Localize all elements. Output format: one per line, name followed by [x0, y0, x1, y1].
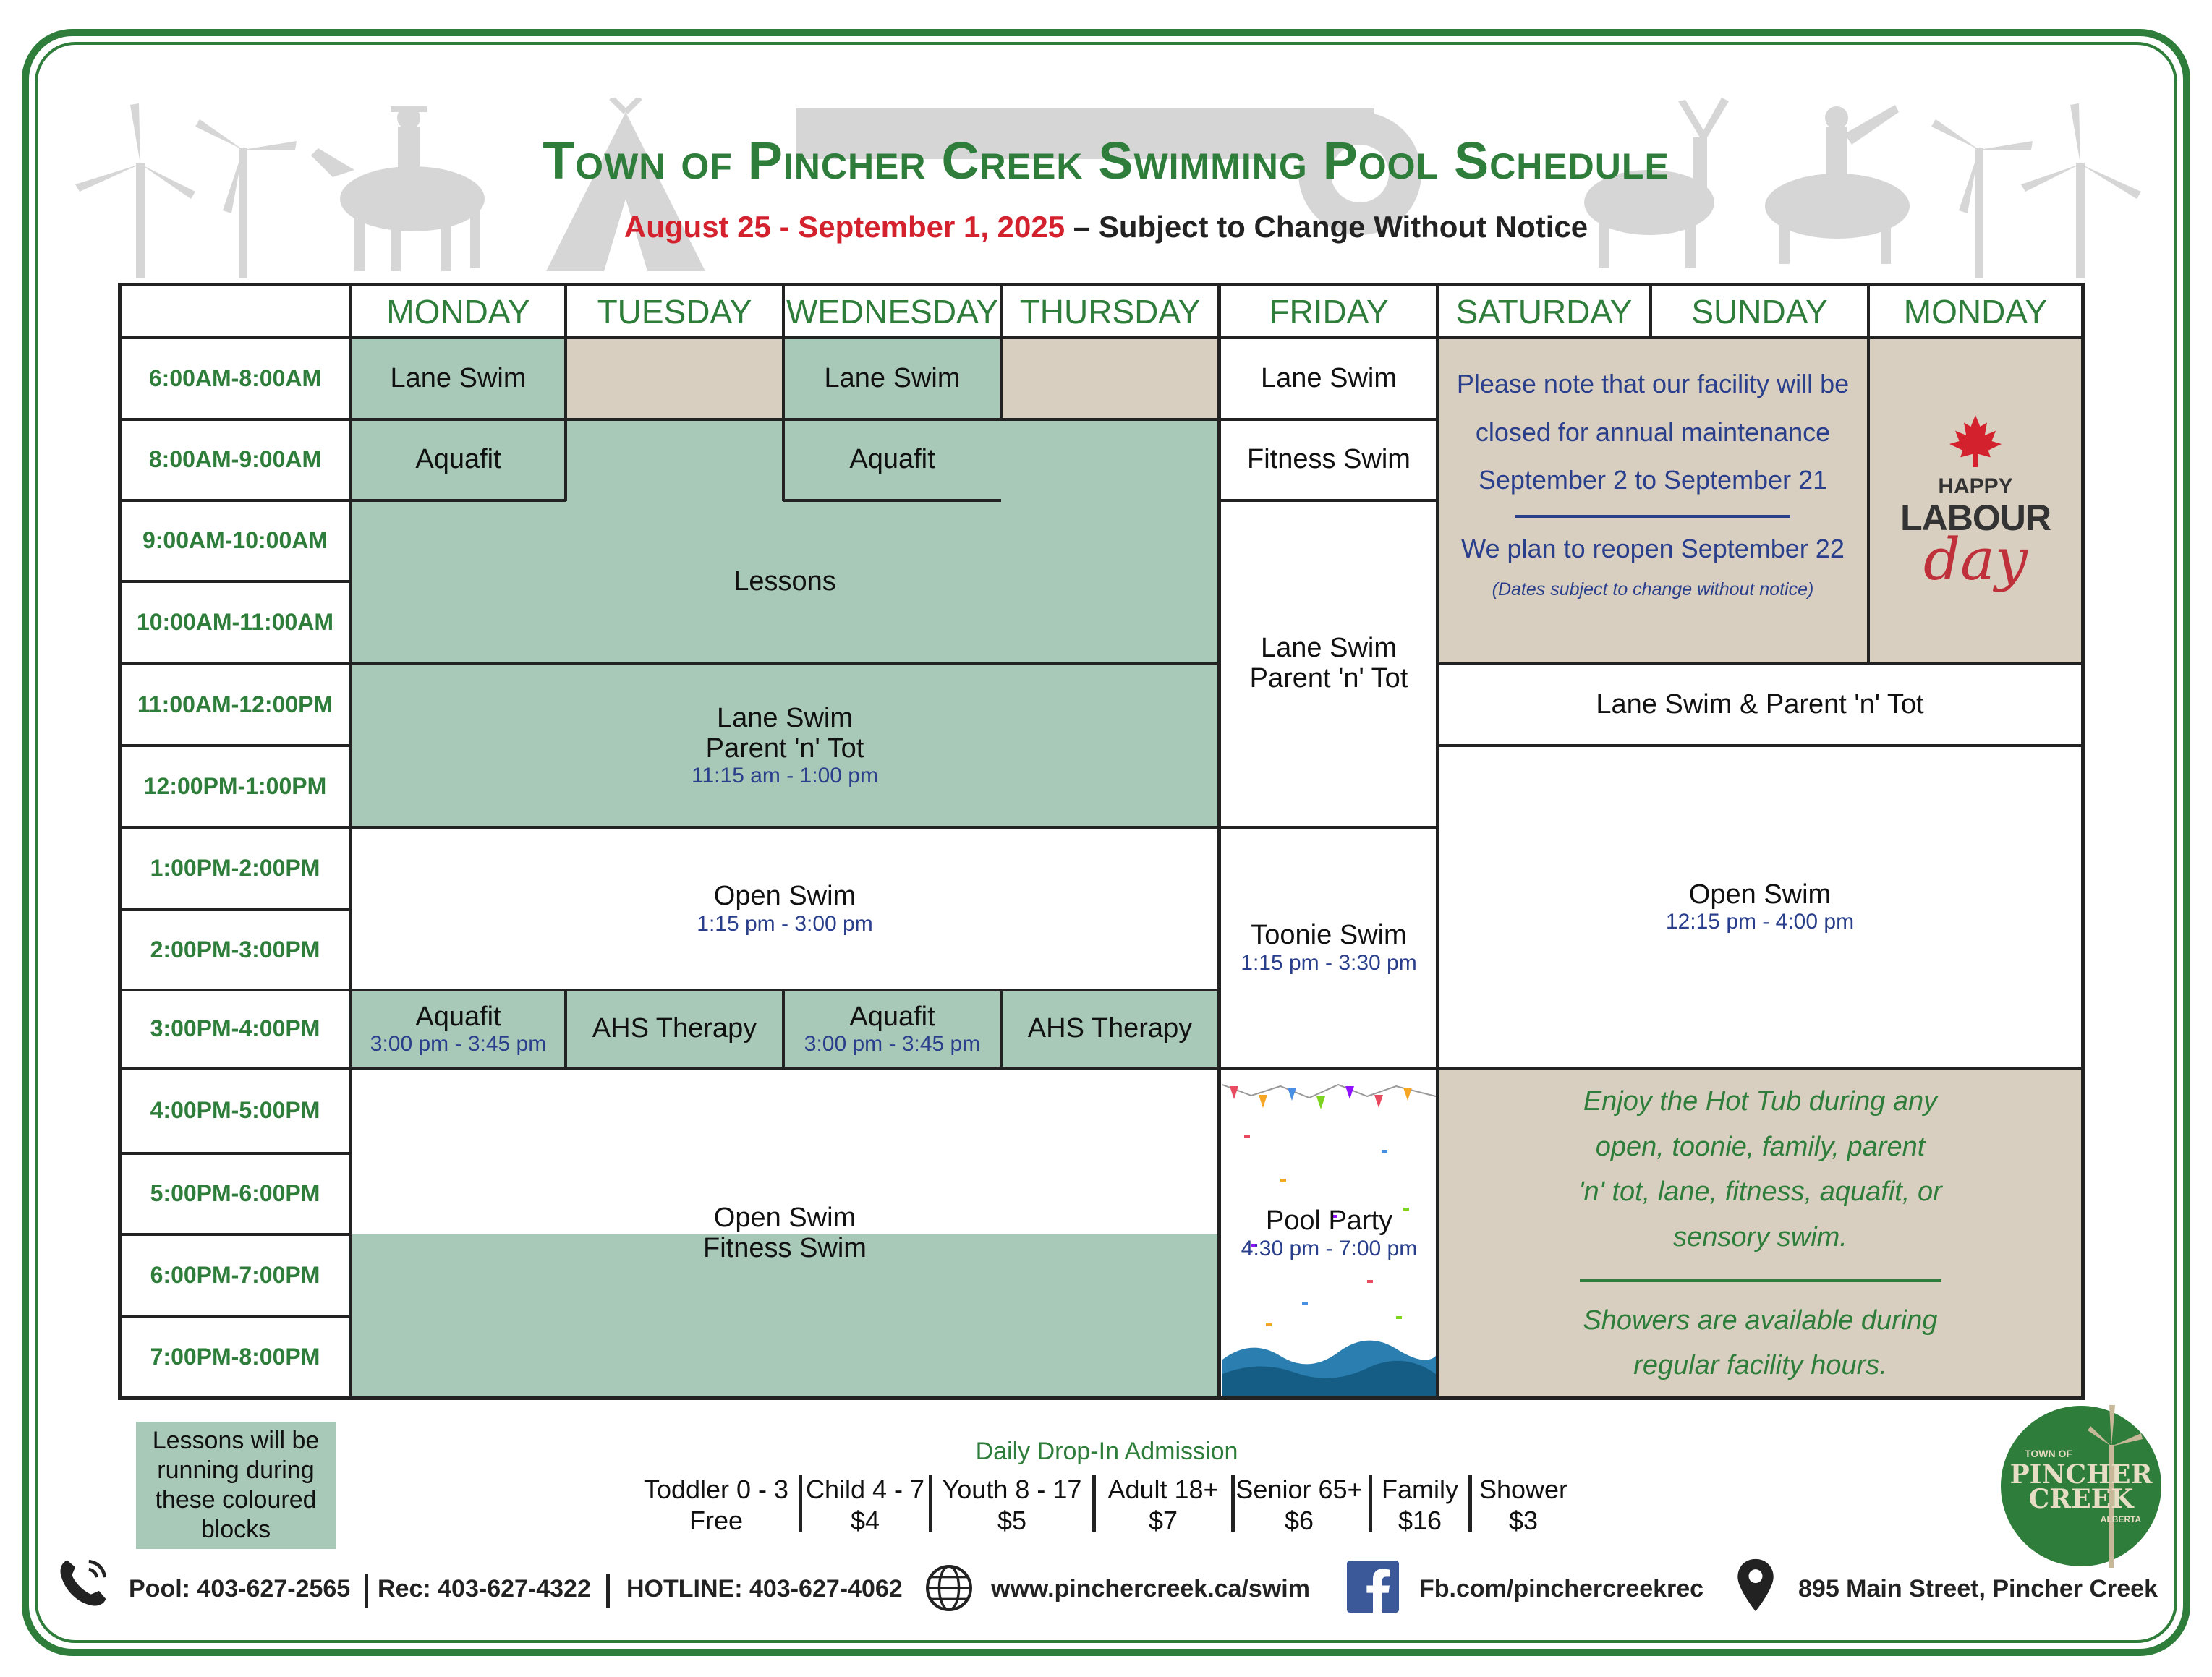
admission-item: Youth 8 - 17$5 — [942, 1475, 1082, 1536]
event-evening-open-fitness[interactable]: Open Swim Fitness Swim — [703, 1202, 867, 1263]
day-header: SATURDAY — [1455, 292, 1633, 330]
wind-turbine-left-icon — [75, 103, 297, 278]
admission-title: Daily Drop-In Admission — [975, 1438, 1238, 1465]
date-range: August 25 - September 1, 2025 — [624, 210, 1065, 244]
event-lane-swim[interactable]: Lane Swim — [824, 363, 961, 394]
day-header: MONDAY — [1903, 292, 2048, 330]
page-title: Town of Pincher Creek Swimming Pool Sche… — [543, 132, 1669, 190]
lessons-legend: Lessons will be running during these col… — [136, 1422, 336, 1549]
address: 895 Main Street, Pincher Creek — [1798, 1575, 2158, 1603]
event-weekend-open-swim[interactable]: Open Swim 12:15 pm - 4:00 pm — [1665, 879, 1855, 934]
event-aquafit[interactable]: Aquafit — [849, 444, 935, 475]
labour-day-graphic: HAPPY LABOUR day — [1870, 340, 2081, 663]
event-aquafit-afternoon[interactable]: Aquafit 3:00 pm - 3:45 pm — [804, 1001, 981, 1057]
admission-item: Senior 65+$6 — [1235, 1475, 1363, 1536]
location-pin-icon — [1737, 1558, 1774, 1612]
time-label: 3:00PM-4:00PM — [150, 1015, 320, 1042]
facebook-icon — [1347, 1561, 1399, 1613]
page-frame-outer — [22, 29, 2190, 1656]
event-ahs-therapy[interactable]: AHS Therapy — [1027, 1013, 1193, 1044]
event-lane-swim[interactable]: Lane Swim — [1261, 363, 1397, 394]
tractor-icon — [796, 108, 1421, 235]
day-header: FRIDAY — [1269, 292, 1389, 330]
time-label: 12:00PM-1:00PM — [143, 772, 327, 799]
time-label: 10:00AM-11:00AM — [136, 609, 334, 636]
day-header: MONDAY — [386, 292, 530, 330]
confetti-icon — [1222, 1083, 1436, 1396]
teepee-icon — [546, 98, 705, 271]
page-subtitle: August 25 - September 1, 2025 – Subject … — [0, 210, 2212, 244]
hot-tub-divider — [1579, 1279, 1941, 1282]
town-logo: TOWN OF PINCHER CREEK ALBERTA — [2001, 1405, 2161, 1568]
event-pool-party[interactable]: Pool Party 4:30 pm - 7:00 pm — [1222, 1070, 1436, 1396]
event-open-swim[interactable]: Open Swim 1:15 pm - 3:00 pm — [697, 881, 873, 936]
event-toonie-swim[interactable]: Toonie Swim 1:15 pm - 3:30 pm — [1241, 920, 1417, 975]
admission-item: Family$16 — [1382, 1475, 1458, 1536]
globe-icon — [926, 1565, 972, 1611]
admission-item: Child 4 - 7$4 — [805, 1475, 925, 1536]
hot-tub-info: Enjoy the Hot Tub during any open, tooni… — [1578, 1085, 1942, 1381]
bronc-rider-icon — [1765, 105, 1910, 264]
rec-phone[interactable]: Rec: 403-627-4322 — [378, 1575, 591, 1603]
pool-phone[interactable]: Pool: 403-627-2565 — [129, 1575, 351, 1603]
elk-icon — [1584, 98, 1729, 268]
time-label: 11:00AM-12:00PM — [137, 691, 333, 717]
time-label: 7:00PM-8:00PM — [150, 1343, 320, 1370]
event-ahs-therapy[interactable]: AHS Therapy — [592, 1013, 757, 1044]
time-label: 6:00AM-8:00AM — [148, 365, 322, 392]
time-label: 9:00AM-10:00AM — [142, 527, 328, 554]
maple-leaf-icon — [1949, 414, 2002, 467]
time-label: 2:00PM-3:00PM — [150, 936, 320, 963]
logo-turbine-icon — [2088, 1405, 2143, 1568]
phone-icon — [60, 1560, 106, 1606]
day-header: SUNDAY — [1691, 292, 1828, 330]
time-label: 5:00PM-6:00PM — [150, 1180, 320, 1207]
time-label: 6:00PM-7:00PM — [150, 1261, 320, 1288]
event-friday-lane-parent-tot[interactable]: Lane Swim Parent 'n' Tot — [1249, 633, 1408, 694]
hotline-phone[interactable]: HOTLINE: 403-627-4062 — [626, 1575, 903, 1603]
facebook-link[interactable]: Fb.com/pinchercreekrec — [1419, 1575, 1704, 1603]
event-lane-swim[interactable]: Lane Swim — [390, 363, 527, 394]
wind-turbine-right-icon — [1931, 103, 2141, 278]
time-label: 4:00PM-5:00PM — [150, 1097, 320, 1124]
event-fitness-swim[interactable]: Fitness Swim — [1247, 444, 1411, 475]
horse-rider-icon — [311, 106, 485, 271]
notice-divider — [1515, 514, 1790, 518]
admission-item: Shower$3 — [1479, 1475, 1568, 1536]
day-header: TUESDAY — [597, 292, 752, 330]
time-label: 8:00AM-9:00AM — [148, 446, 322, 473]
event-aquafit[interactable]: Aquafit — [415, 444, 501, 475]
day-header: WEDNESDAY — [786, 292, 999, 330]
event-aquafit-afternoon[interactable]: Aquafit 3:00 pm - 3:45 pm — [370, 1001, 547, 1057]
time-label: 1:00PM-2:00PM — [150, 855, 320, 882]
website-link[interactable]: www.pinchercreek.ca/swim — [991, 1575, 1310, 1603]
admission-item: Adult 18+$7 — [1107, 1475, 1219, 1536]
closure-notice: Please note that our facility will be cl… — [1456, 369, 1850, 600]
event-weekend-lane-parent-tot[interactable]: Lane Swim & Parent 'n' Tot — [1596, 688, 1924, 720]
day-header: THURSDAY — [1019, 292, 1201, 330]
event-lessons[interactable]: Lessons — [733, 566, 836, 597]
event-midday-lane-parent-tot[interactable]: Lane Swim Parent 'n' Tot 11:15 am - 1:00… — [692, 702, 878, 788]
subtitle-note: – Subject to Change Without Notice — [1073, 210, 1588, 244]
page-frame-inner — [35, 42, 2177, 1643]
